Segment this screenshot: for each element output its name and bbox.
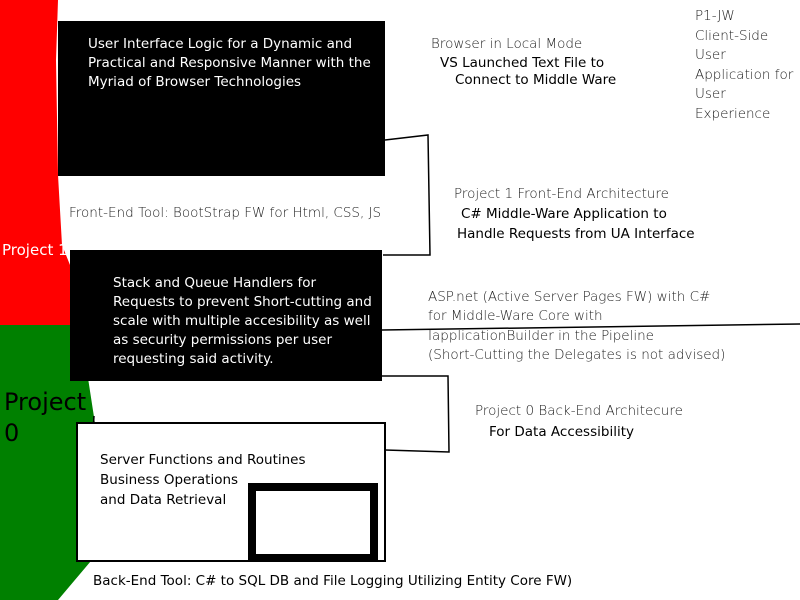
project0-region: [0, 325, 96, 600]
connector-ui-to-stack: [383, 134, 431, 256]
p1-arch-line3: Handle Requests from UA Interface: [457, 226, 695, 242]
p1jw-line1: P1-JW: [695, 8, 735, 24]
browser-note-line1: Browser in Local Mode: [431, 36, 583, 52]
connector-stack-to-server: [382, 375, 450, 453]
p1jw-line4: Application for: [695, 67, 794, 83]
aspnet-line4: (Short-Cutting the Delegates is not advi…: [428, 347, 726, 363]
browser-note-line2: VS Launched Text File to: [440, 55, 605, 71]
project0-label-line2: 0: [4, 419, 20, 447]
server-text-line2: Business Operations: [100, 472, 239, 488]
p1-arch-line2: C# Middle-Ware Application to: [461, 206, 667, 222]
server-text-line1: Server Functions and Routines: [100, 452, 306, 468]
separator-line: [381, 323, 800, 331]
aspnet-line1: ASP.net (Active Server Pages FW) with C#: [428, 289, 711, 305]
p1jw-line5: User: [695, 86, 726, 102]
aspnet-line2: for Middle-Ware Core with: [428, 308, 603, 324]
frontend-tool-note: Front-End Tool: BootStrap FW for Html, C…: [69, 205, 382, 221]
p1jw-line6: Experience: [695, 106, 771, 122]
p1jw-line2: Client-Side: [695, 28, 769, 44]
project0-label-line1: Project: [4, 388, 87, 416]
browser-note-line3: Connect to Middle Ware: [455, 72, 617, 88]
project1-region: [0, 0, 72, 325]
backend-tool-note: Back-End Tool: C# to SQL DB and File Log…: [93, 573, 573, 589]
p0-arch-line2: For Data Accessibility: [489, 424, 634, 440]
db-admin-line1: DB Admin: [261, 514, 328, 530]
stack-queue-box: Stack and Queue Handlers for Requests to…: [70, 250, 382, 381]
p1jw-line3: User: [695, 47, 726, 63]
db-admin-box-frame: DB Admin Processes: [248, 483, 378, 562]
p0-arch-line1: Project 0 Back-End Architecure: [475, 403, 683, 419]
server-text-line3: and Data Retrieval: [100, 492, 227, 508]
db-admin-box: DB Admin Processes: [256, 491, 370, 554]
p1-arch-line1: Project 1 Front-End Architecture: [454, 186, 669, 202]
stack-queue-text: Stack and Queue Handlers for Requests to…: [113, 275, 372, 367]
ui-logic-text: User Interface Logic for a Dynamic and P…: [88, 36, 371, 90]
project1-label: Project 1: [2, 241, 68, 259]
aspnet-line3: IapplicationBuilder in the Pipeline: [428, 328, 654, 344]
db-admin-line2: Processes: [268, 534, 335, 550]
ui-logic-box: User Interface Logic for a Dynamic and P…: [58, 21, 385, 176]
